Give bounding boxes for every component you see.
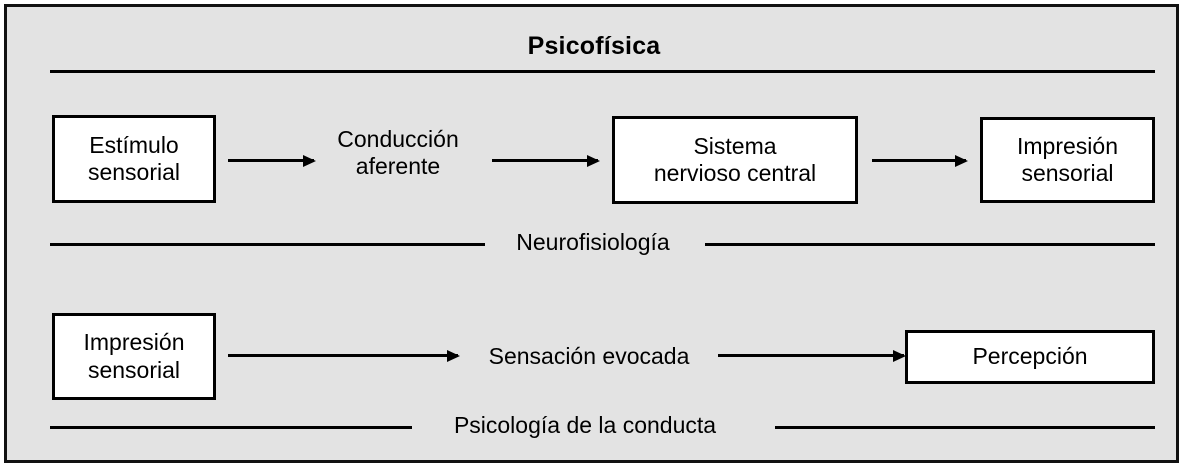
node-label-line1: Impresión — [1017, 132, 1118, 159]
psicologia-rule-right — [775, 426, 1155, 429]
divider-label-neurofisiologia: Neurofisiología — [493, 229, 693, 256]
page-title: Psicofísica — [527, 32, 661, 60]
node-label: Impresión sensorial — [84, 329, 185, 383]
node-label-line2: nervioso central — [653, 160, 817, 186]
node-label-line1: Estímulo — [89, 131, 179, 158]
node-sistema-nervioso-central: Sistema nervioso central — [612, 116, 858, 204]
node-impresion-sensorial-bottom: Impresión sensorial — [52, 313, 216, 400]
neurofisiologia-rule-right — [705, 243, 1155, 246]
arrow-impresion-to-sensacion — [228, 354, 458, 357]
node-sensacion-evocada: Sensación evocada — [470, 343, 708, 370]
arrow-conduccion-to-sistema — [492, 159, 598, 162]
node-label: Impresión sensorial — [1017, 133, 1118, 187]
arrow-estimulo-to-conduccion — [228, 159, 314, 162]
node-label-line1: Impresión — [83, 329, 185, 356]
node-label-line2: aferente — [355, 153, 441, 180]
neurofisiologia-rule-left — [50, 243, 485, 246]
psicologia-rule-left — [50, 426, 412, 429]
node-label: Sistema nervioso central — [654, 133, 816, 187]
node-label-line2: sensorial — [1021, 160, 1114, 186]
node-label-line1: Sensación evocada — [488, 343, 690, 369]
node-conduccion-aferente: Conducción aferente — [318, 126, 478, 180]
node-label-line2: sensorial — [87, 159, 181, 185]
title-rule — [50, 70, 1155, 73]
node-label-line1: Conducción — [337, 126, 459, 152]
node-label-line2: sensorial — [87, 356, 181, 383]
node-label: Estímulo sensorial — [88, 132, 180, 186]
node-percepcion: Percepción — [905, 330, 1155, 384]
node-label-line1: Sistema — [693, 132, 777, 159]
node-estimulo-sensorial: Estímulo sensorial — [52, 115, 216, 203]
node-impresion-sensorial-top: Impresión sensorial — [980, 117, 1155, 203]
divider-label-psicologia-de-la-conducta: Psicología de la conducta — [420, 412, 750, 439]
arrow-sensacion-to-percepcion — [718, 354, 904, 357]
node-label: Percepción — [972, 343, 1088, 370]
arrow-sistema-to-impresion — [872, 159, 966, 162]
